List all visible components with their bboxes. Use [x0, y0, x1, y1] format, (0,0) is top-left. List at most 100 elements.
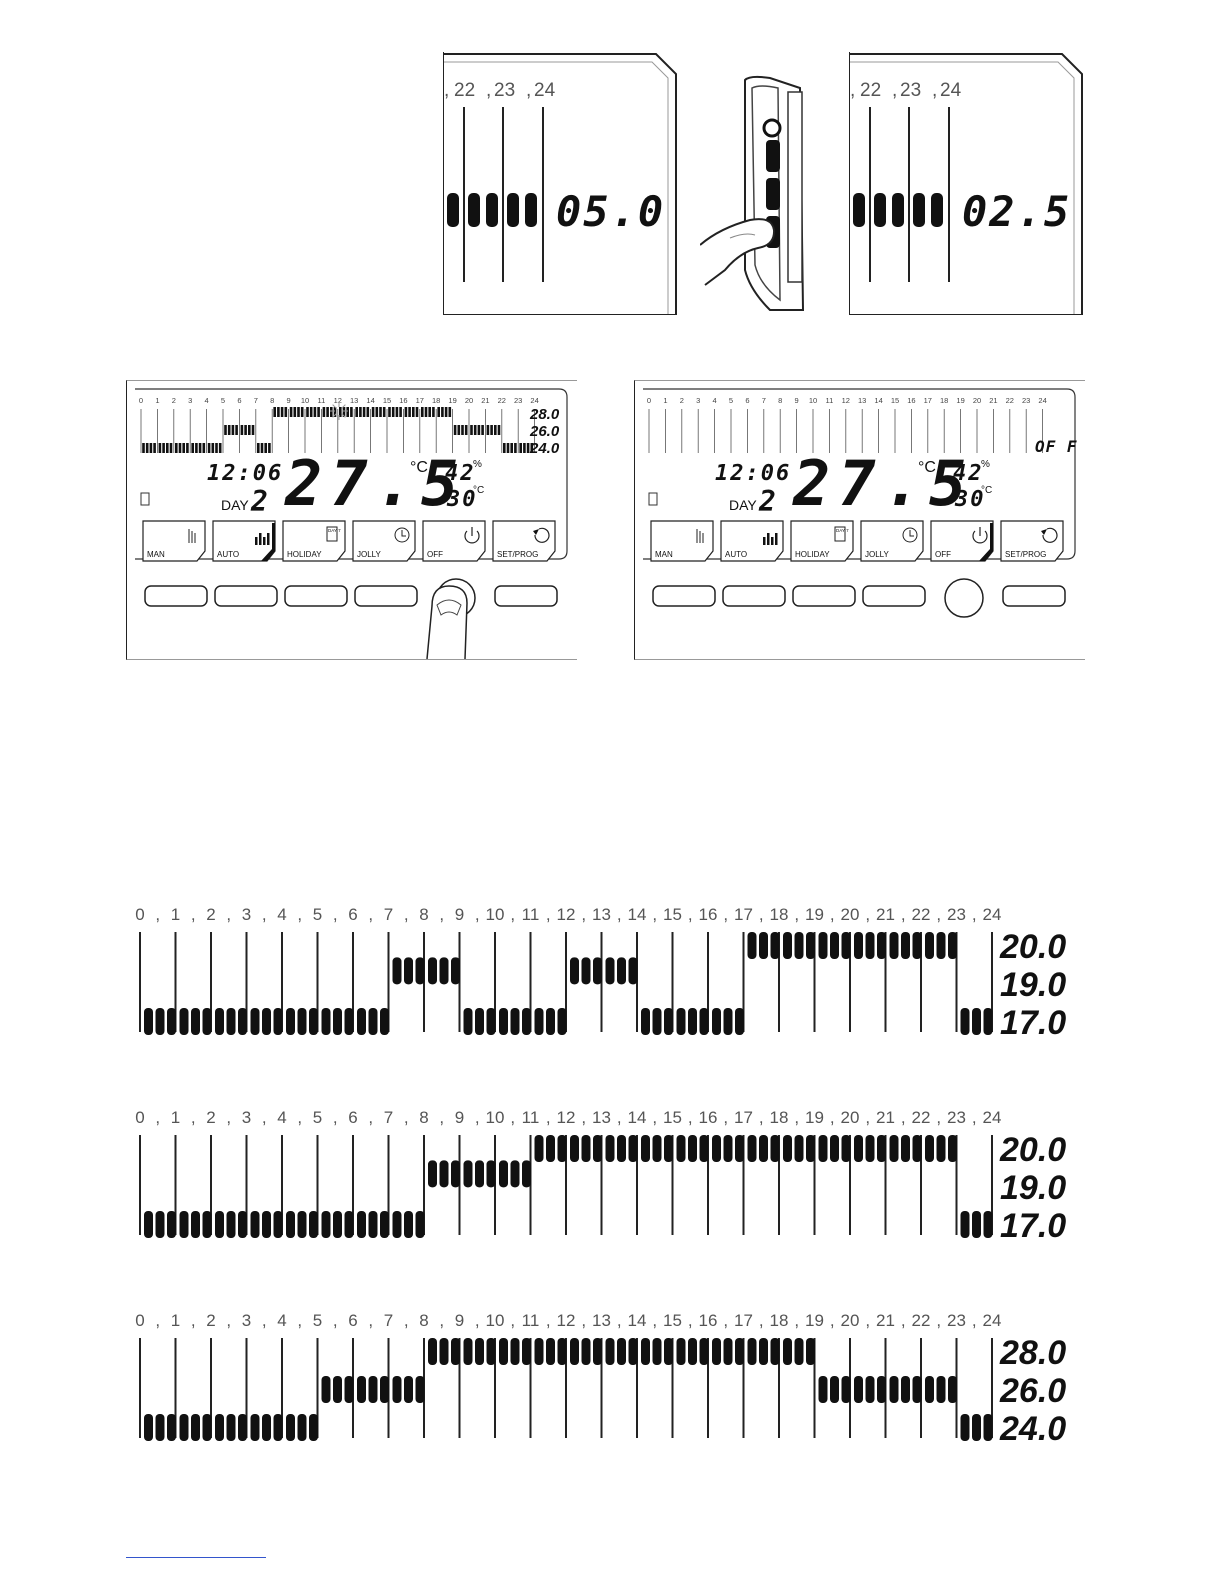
program-bar: [231, 425, 235, 435]
hour-label: 17: [734, 905, 753, 924]
hour-label: 3: [242, 1311, 251, 1330]
program-bar: [238, 1008, 247, 1035]
program-bar: [463, 1008, 473, 1035]
hour-label: 5: [221, 396, 225, 405]
hour-label: 16: [699, 905, 718, 924]
program-bar: [179, 1008, 189, 1035]
program-bar: [593, 1135, 602, 1162]
program-bar: [244, 425, 247, 435]
program-bar: [747, 1338, 757, 1365]
program-bar: [309, 407, 313, 417]
program-bar: [688, 1008, 697, 1035]
hour-label: 9: [455, 1108, 464, 1127]
hour-label: 23: [947, 1108, 966, 1127]
hour-label: 2: [680, 396, 684, 405]
program-bar: [877, 1135, 886, 1162]
program-bar: [451, 1338, 460, 1365]
program-bar: [546, 1008, 555, 1035]
hardware-button: [494, 585, 558, 607]
hour-label: 18: [432, 396, 440, 405]
hour-separator: ,: [368, 1311, 373, 1330]
hour-separator: ,: [439, 905, 444, 924]
hour-label: 21: [876, 905, 895, 924]
mode-label: MAN: [655, 550, 673, 559]
hour-separator: ,: [794, 905, 799, 924]
program-bar: [925, 1135, 934, 1162]
program-bar: [641, 1008, 650, 1035]
mode-label: SET/PROG: [1005, 550, 1046, 559]
hour-label: 4: [205, 396, 209, 405]
day-label: DAY: [729, 497, 757, 513]
program-bar: [277, 407, 280, 417]
hour-label: 15: [663, 905, 682, 924]
program-bar: [375, 407, 379, 417]
hour-separator: ,: [510, 905, 515, 924]
hour-label: 9: [455, 1311, 464, 1330]
hour-label: 13: [592, 1311, 611, 1330]
program-bar: [382, 407, 386, 417]
mode-button-auto: [720, 520, 784, 562]
hour-label: 18: [770, 1108, 789, 1127]
program-bar: [830, 932, 839, 959]
program-bar: [286, 1211, 295, 1238]
hour-separator: ,: [546, 905, 551, 924]
hour-label: 10: [486, 1311, 505, 1330]
blink-ray: [332, 404, 337, 409]
program-bar: [712, 1338, 721, 1365]
program-bar: [355, 407, 358, 417]
hour-separator: ,: [652, 1108, 657, 1127]
program-bar: [688, 1338, 697, 1365]
zoom-panel-left: , 22 , 23 , 24 05.0: [443, 52, 677, 315]
hour-label: 0: [135, 1311, 144, 1330]
hour-separator: ,: [368, 1108, 373, 1127]
program-bar: [333, 1008, 342, 1035]
hour-label: 20: [841, 905, 860, 924]
hour-separator: ,: [936, 905, 941, 924]
hour-separator: ,: [901, 1311, 906, 1330]
program-bar: [415, 1211, 425, 1238]
program-bar: [306, 407, 309, 417]
program-bar: [153, 443, 156, 453]
program-bar: [593, 957, 602, 985]
mode-label: AUTO: [217, 550, 239, 559]
hour-label: 12: [557, 1108, 576, 1127]
program-bar: [342, 407, 346, 417]
program-bar: [357, 1211, 366, 1238]
hour-label: 9: [287, 396, 291, 405]
program-bar: [475, 1008, 484, 1035]
hour-label: 7: [384, 1108, 393, 1127]
program-bar: [617, 1135, 626, 1162]
hour-separator: ,: [617, 1311, 622, 1330]
program-bar: [925, 932, 934, 959]
program-bar: [522, 1338, 531, 1365]
program-bar: [546, 1135, 555, 1162]
hour-separator: ,: [936, 1108, 941, 1127]
hardware-button: [1002, 585, 1066, 607]
program-bar: [972, 1211, 981, 1238]
program-bar: [415, 957, 425, 985]
fan-icon: [648, 492, 658, 506]
program-bar: [284, 407, 288, 417]
program-bar: [167, 1414, 176, 1441]
program-bar: [912, 932, 922, 959]
hour-label: 24: [530, 396, 538, 405]
hardware-button: [862, 585, 926, 607]
hour-separator: ,: [617, 905, 622, 924]
program-bar: [415, 407, 419, 417]
hour-label: 3: [188, 396, 192, 405]
program-bar: [490, 425, 493, 435]
hour-label: 15: [663, 1311, 682, 1330]
level-label: 19.0: [1000, 1169, 1066, 1207]
program-bar: [841, 932, 851, 959]
hour-label: 21: [989, 396, 997, 405]
fan-icon: [140, 492, 150, 506]
hour-separator: ,: [404, 905, 409, 924]
hour-label: 10: [486, 905, 505, 924]
program-bar: [309, 1414, 318, 1441]
hand-icon: [188, 529, 196, 543]
program-bar: [260, 443, 264, 453]
program-bar: [463, 1338, 473, 1365]
program-bar: [155, 1008, 165, 1035]
hour-separator: ,: [794, 1311, 799, 1330]
hour-label: 15: [663, 1108, 682, 1127]
